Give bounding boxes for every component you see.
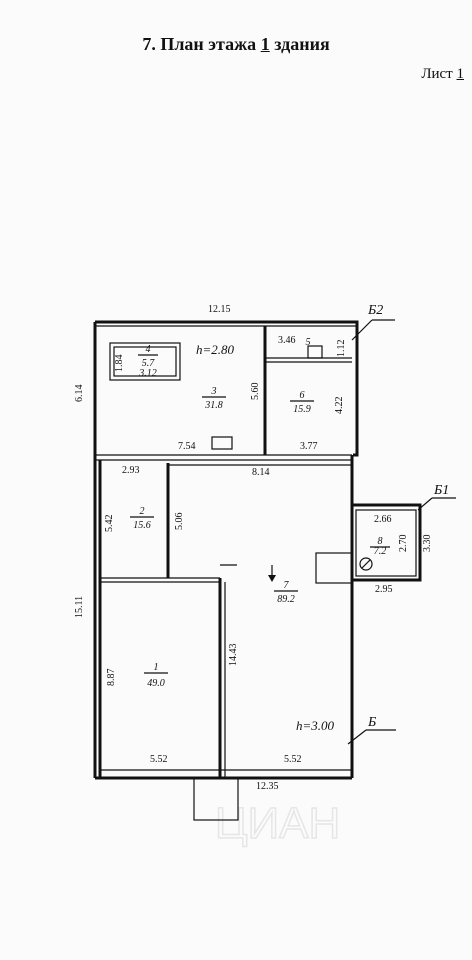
dim-room3-height: 5.60	[250, 383, 261, 401]
room-1-number: 1	[154, 662, 159, 673]
room-4-number: 4	[146, 344, 151, 355]
room-3-area: 31.8	[204, 400, 223, 411]
sheet-label: Лист 1	[421, 66, 464, 83]
room-2-area: 15.6	[133, 520, 151, 531]
room-4-extra: 3.12	[138, 368, 157, 379]
dim-room7-bottom: 5.52	[284, 754, 302, 765]
dim-room4-h: 1.84	[114, 355, 125, 373]
dim-room7-h: 14.43	[228, 644, 239, 667]
watermark: ЦИАН	[215, 799, 340, 848]
dim-room2-top: 2.93	[122, 465, 140, 476]
dim-room8-top: 2.66	[374, 514, 392, 525]
dim-room3-upper: 3.46	[278, 335, 296, 346]
room-1-area: 49.0	[147, 678, 165, 689]
room-7-area: 89.2	[277, 594, 295, 605]
outer-walls	[93, 320, 359, 780]
dim-room5-h: 1.12	[336, 340, 347, 358]
room-labels: 4 5.7 3.12 3 31.8 5 6 15.9 2 15.6 8 7.2 …	[130, 337, 390, 689]
dim-room2-h: 5.42	[104, 515, 115, 533]
room-8-number: 8	[378, 536, 383, 547]
sheet-label-text: Лист	[421, 66, 457, 82]
axis-b2: Б2	[367, 303, 383, 318]
dim-corridor: 8.14	[252, 467, 270, 478]
dim-room8-h: 2.70	[398, 535, 409, 553]
room-6-number: 6	[300, 390, 305, 401]
title-suffix: здания	[269, 34, 330, 54]
title-prefix: 7. План этажа	[142, 34, 261, 54]
room-8-area: 7.2	[374, 546, 387, 557]
axis-b: Б	[367, 715, 376, 730]
dim-room6-bottom: 3.77	[300, 441, 318, 452]
height-upper: h=2.80	[196, 342, 235, 357]
room-3-number: 3	[211, 386, 217, 397]
arrow-icon	[268, 575, 276, 582]
dim-top-width: 12.15	[208, 304, 231, 315]
dim-left-height-total: 15.11	[74, 596, 85, 618]
dim-room3-bottom: 7.54	[178, 441, 196, 452]
dim-room6-h: 4.22	[334, 397, 345, 415]
dim-room7-upper-h: 5.06	[174, 513, 185, 531]
height-lower: h=3.00	[296, 718, 335, 733]
dim-room8-bottom: 2.95	[375, 584, 393, 595]
dim-left-height-top: 6.14	[74, 385, 85, 403]
sheet-number: 1	[456, 66, 465, 82]
dim-room1-h: 8.87	[106, 669, 117, 687]
dim-bottom-width: 12.35	[256, 781, 279, 792]
title-floor-number: 1	[260, 34, 270, 54]
axis-b1: Б1	[433, 483, 449, 498]
room-5-number: 5	[306, 337, 311, 348]
axis-marks: Б2 Б1 Б	[268, 303, 456, 745]
annex	[193, 503, 422, 821]
room-6-area: 15.9	[293, 404, 311, 415]
dim-room1-bottom: 5.52	[150, 754, 168, 765]
room-7-number: 7	[284, 580, 290, 591]
interior-walls	[95, 326, 353, 778]
dim-room8-outer: 3.30	[422, 535, 433, 553]
dimension-labels: 12.15 6.14 1.84 3.46 1.12 5.60 4.22 7.54…	[74, 304, 433, 792]
page-title: 7. План этажа 1 здания	[0, 34, 472, 55]
room-2-number: 2	[140, 506, 145, 517]
room-4-area: 5.7	[142, 358, 156, 369]
